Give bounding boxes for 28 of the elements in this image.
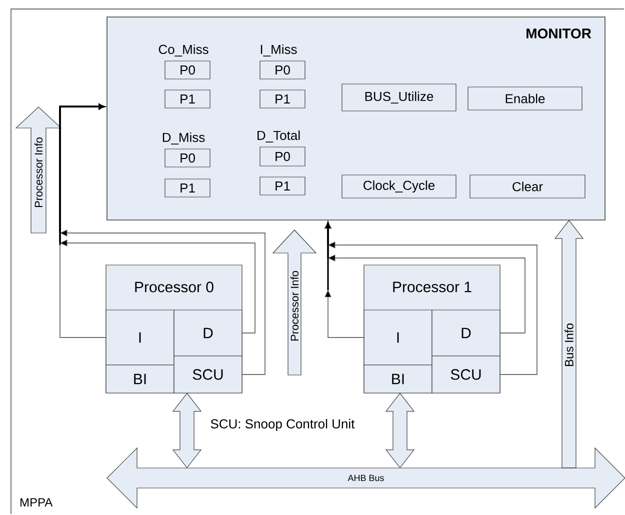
connector [325,222,538,375]
counter-label: Co_Miss [158,44,208,56]
counter-label: D_Miss [162,132,205,144]
register-box: P0 [164,60,210,80]
register-box: P1 [164,90,210,108]
register-box: BUS_Utilize [342,84,456,112]
counter-label: D_Total [258,130,300,142]
unit-cell: D [432,310,500,356]
register-box: P0 [164,148,210,168]
unit-cell: D [174,310,242,356]
unit-cell: I [106,310,174,366]
register-box: P0 [260,146,306,166]
unit-cell: I [364,310,432,366]
register-box: P1 [260,176,306,196]
counter-label: I_Miss [260,44,297,56]
unit-cell: SCU [432,356,500,394]
unit-cell: BI [364,364,432,394]
register-box: Clear [470,174,586,198]
register-box: Enable [468,86,582,110]
unit-cell: SCU [174,356,242,394]
edge-label: Bus Info [564,322,574,368]
register-box: P0 [260,60,306,80]
note-text: SCU: Snoop Control Unit [210,418,355,432]
unit-cell: BI [106,364,174,394]
connector [59,104,266,375]
register-box: P1 [164,178,210,198]
register-box: Clock_Cycle [342,174,456,198]
register-box: P1 [260,90,306,108]
